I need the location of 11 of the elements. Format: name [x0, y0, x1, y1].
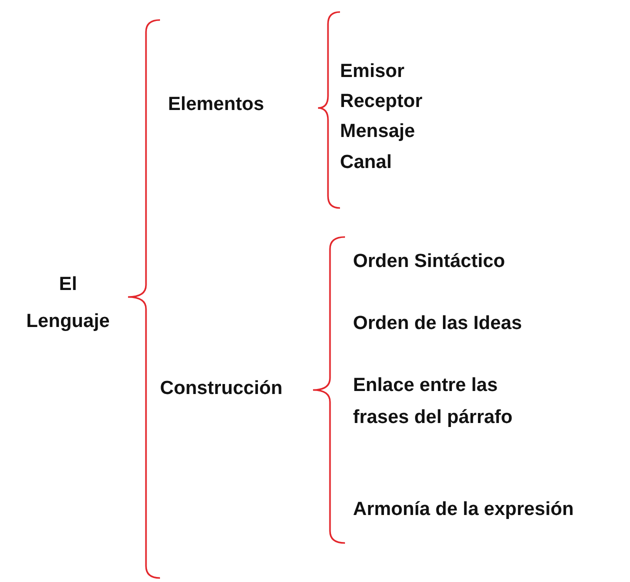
label-text: Armonía de la expresión — [353, 498, 574, 522]
label-text: Canal — [340, 151, 392, 175]
label-text: Mensaje — [340, 120, 415, 144]
label-text: Elementos — [168, 93, 264, 117]
label-text: Emisor — [340, 60, 404, 84]
label-text: Receptor — [340, 90, 422, 114]
label-text: El Lenguaje — [25, 273, 111, 334]
label-text: Construcción — [160, 377, 282, 401]
label-text: Orden Sintáctico — [353, 250, 506, 274]
label-text: Enlace entre las frases del párrafo — [353, 374, 514, 430]
label-text: Orden de las Ideas — [353, 312, 522, 336]
